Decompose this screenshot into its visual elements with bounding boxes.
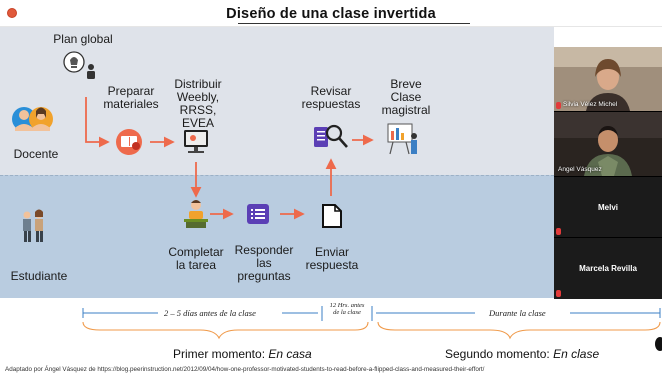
timeline-lines [82,306,661,321]
breve-whiteboard-icon [387,123,417,155]
plan-person-icon [87,64,95,79]
timeline-during: Durante la clase [485,308,550,318]
participant-tile-nameonly[interactable]: Marcela Revilla [554,238,662,299]
teacher-band [0,27,554,175]
enviar-document-icon [322,204,342,228]
app-icon[interactable] [7,8,17,18]
responder-form-icon [247,204,269,224]
docente-avatars-icon [12,107,53,131]
title-underline [238,23,470,24]
role-docente: Docente [13,147,59,161]
completar-student-icon [184,200,208,228]
plan-global-label: Plan global [53,32,113,46]
timeline-hours: 12 Hrs. antes de la clase [323,302,371,316]
participant-name: Melvi [597,203,618,212]
participant-name: Angel Vásquez [558,166,602,173]
participant-video-feed [554,47,662,111]
moment-second: Segundo momento: En clase [445,347,600,361]
timeline-braces [82,321,661,340]
distribuir-screen-icon [184,130,208,153]
participant-video-feed [554,112,662,176]
revisar-magnifier-icon [314,124,348,148]
slide-title-bar: Diseño de una clase invertida [0,0,662,27]
participant-panel[interactable]: Silvia Vélez Michel Angel Vásquez Melvi … [554,47,662,299]
timeline-before: 2 – 5 días antes de la clase [160,308,260,318]
participant-tile-video[interactable]: Silvia Vélez Michel [554,47,662,111]
citation-text: Adaptado por Ángel Vásquez de https://bl… [5,366,485,373]
participant-name: Marcela Revilla [579,264,637,273]
preparar-book-icon [116,129,142,155]
estudiante-figures-icon [23,209,43,242]
moment-first: Primer momento: En casa [173,347,312,361]
slide-title: Diseño de una clase invertida [226,6,436,22]
participant-name: Silvia Vélez Michel [563,101,618,108]
student-band [0,175,554,298]
plan-lightbulb-icon [63,51,85,73]
role-estudiante: Estudiante [10,269,68,283]
participant-tile-nameonly[interactable]: Melvi [554,177,662,237]
pointer-dot [655,337,662,351]
arrow-plan-to-preparar [85,97,110,148]
participant-tile-video[interactable]: Angel Vásquez [554,112,662,176]
